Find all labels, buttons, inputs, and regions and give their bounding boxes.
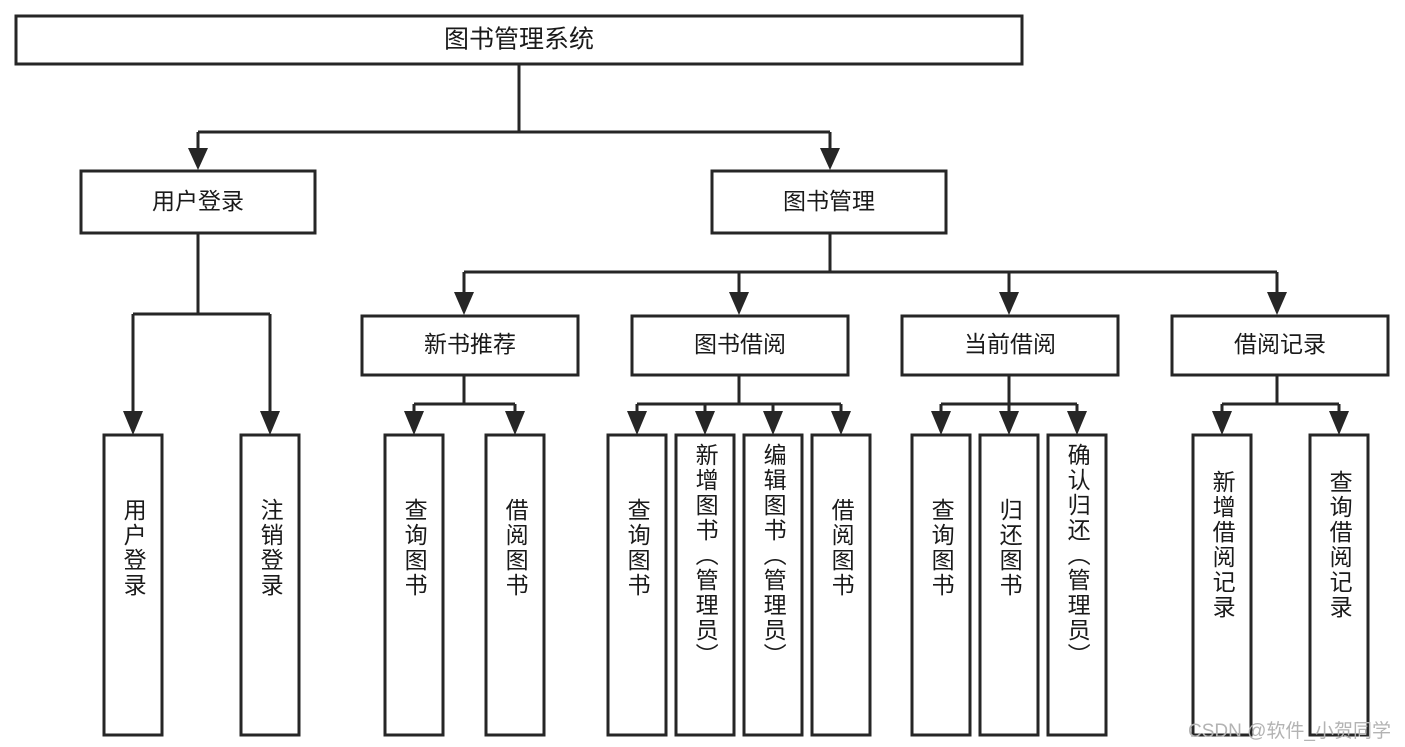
node-current-borrow-label: 当前借阅: [964, 331, 1056, 357]
connectors: [123, 64, 1349, 435]
leaf-current-borrow-1-box[interactable]: [978, 433, 1040, 737]
leaf-borrow-record-0-box[interactable]: [1191, 433, 1253, 737]
arrow-leaf-borrow-record-1: [1329, 411, 1349, 435]
arrow-leaf-book-borrow-1: [695, 411, 715, 435]
arrow-leaf-current-borrow-1: [999, 411, 1019, 435]
node-new-book-recommend-box[interactable]: [360, 314, 580, 377]
leaf-current-borrow-0-box[interactable]: [910, 433, 972, 737]
node-root-box[interactable]: [14, 14, 1024, 66]
arrow-current-borrow: [999, 292, 1019, 315]
leaf-book-borrow-0[interactable]: [606, 433, 668, 737]
node-borrow-record-box[interactable]: [1170, 314, 1390, 377]
leaf-book-borrow-0-box[interactable]: [606, 433, 668, 737]
arrow-leaf-new-book-0: [404, 411, 424, 435]
leaf-current-borrow-2[interactable]: [1046, 433, 1108, 737]
node-book-manage[interactable]: 图书管理: [710, 169, 948, 235]
node-book-manage-box[interactable]: [710, 169, 948, 235]
node-book-borrow-label: 图书借阅: [694, 331, 786, 357]
leaf-user-login-1[interactable]: [239, 433, 301, 737]
arrow-book-manage: [820, 148, 840, 170]
arrow-book-borrow: [729, 292, 749, 315]
leaf-current-borrow-1[interactable]: [978, 433, 1040, 737]
leaf-new-book-1-box[interactable]: [484, 433, 546, 737]
node-book-borrow[interactable]: 图书借阅: [630, 314, 850, 377]
leaf-book-borrow-2-box[interactable]: [742, 433, 804, 737]
arrow-user-login: [188, 148, 208, 170]
node-current-borrow[interactable]: 当前借阅: [900, 314, 1120, 377]
csdn-watermark: CSDN @软件_小贺同学: [1188, 721, 1391, 742]
node-borrow-record[interactable]: 借阅记录: [1170, 314, 1390, 377]
node-root-label: 图书管理系统: [444, 26, 594, 54]
arrow-new-book: [454, 292, 474, 315]
node-current-borrow-box[interactable]: [900, 314, 1120, 377]
arrow-leaf-new-book-1: [505, 411, 525, 435]
leaf-book-borrow-2[interactable]: [742, 433, 804, 737]
arrow-leaf-book-borrow-0: [627, 411, 647, 435]
leaf-new-book-1[interactable]: [484, 433, 546, 737]
node-book-borrow-box[interactable]: [630, 314, 850, 377]
leaf-borrow-record-0[interactable]: [1191, 433, 1253, 737]
leaf-current-borrow-0[interactable]: [910, 433, 972, 737]
node-borrow-record-label: 借阅记录: [1234, 331, 1326, 357]
arrow-borrow-record: [1267, 292, 1287, 315]
leaf-user-login-0-box[interactable]: [102, 433, 164, 737]
arrow-leaf-book-borrow-2: [763, 411, 783, 435]
leaf-user-login-0[interactable]: [102, 433, 164, 737]
node-user-login-box[interactable]: [79, 169, 317, 235]
leaf-book-borrow-3[interactable]: [810, 433, 872, 737]
leaf-book-borrow-3-box[interactable]: [810, 433, 872, 737]
leaf-borrow-record-1[interactable]: [1308, 433, 1370, 737]
node-user-login-label: 用户登录: [152, 188, 244, 214]
arrow-leaf-user-login-1: [260, 411, 280, 435]
node-new-book-recommend-label: 新书推荐: [424, 331, 516, 357]
node-user-login[interactable]: 用户登录: [79, 169, 317, 235]
leaf-user-login-1-box[interactable]: [239, 433, 301, 737]
arrow-leaf-borrow-record-0: [1212, 411, 1232, 435]
leaf-borrow-record-1-box[interactable]: [1308, 433, 1370, 737]
arrow-leaf-user-login-0: [123, 411, 143, 435]
leaf-book-borrow-1[interactable]: [674, 433, 736, 737]
arrow-leaf-current-borrow-0: [931, 411, 951, 435]
node-book-manage-label: 图书管理: [783, 188, 875, 214]
arrow-leaf-current-borrow-2: [1067, 411, 1087, 435]
leaf-current-borrow-2-box[interactable]: [1046, 433, 1108, 737]
node-new-book-recommend[interactable]: 新书推荐: [360, 314, 580, 377]
node-root[interactable]: 图书管理系统: [14, 14, 1024, 66]
leaf-book-borrow-1-box[interactable]: [674, 433, 736, 737]
leaf-new-book-0[interactable]: [383, 433, 445, 737]
leaf-new-book-0-box[interactable]: [383, 433, 445, 737]
arrow-leaf-book-borrow-3: [831, 411, 851, 435]
